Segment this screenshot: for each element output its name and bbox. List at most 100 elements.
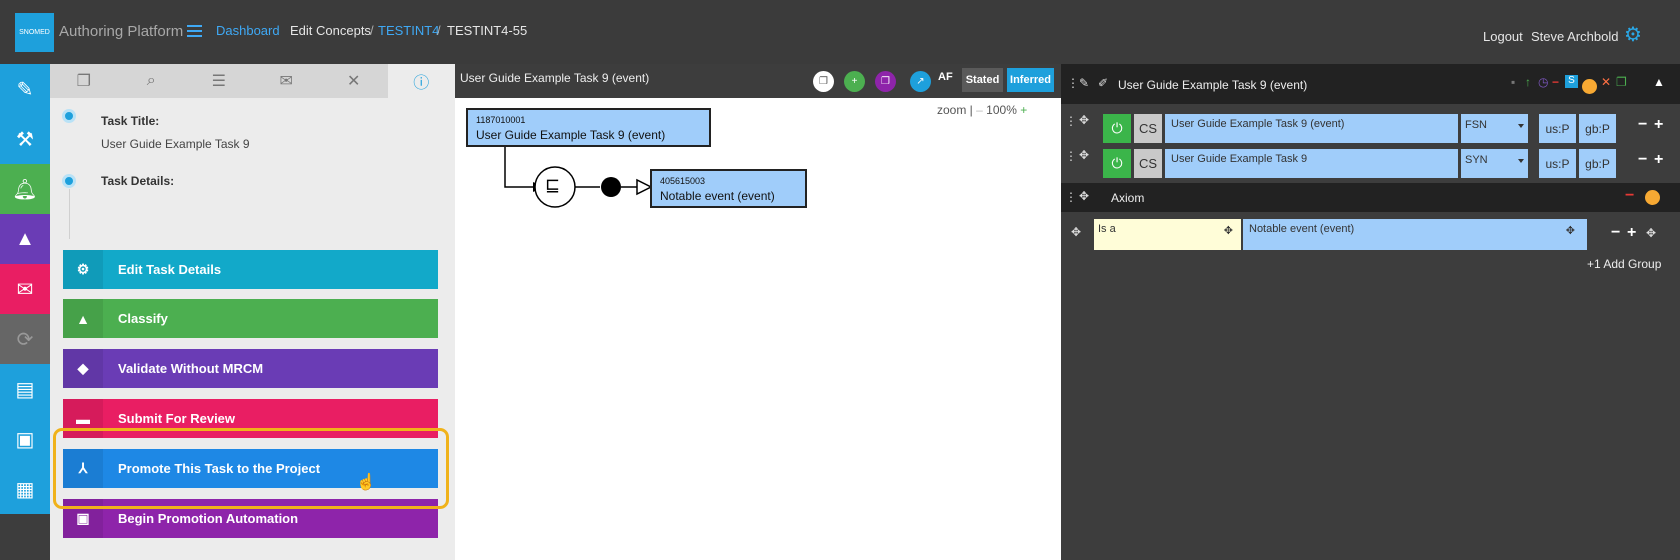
mail-icon[interactable]: ✉ bbox=[0, 264, 50, 314]
bell-icon: ▲ bbox=[63, 299, 103, 338]
breadcrumb-separator: / bbox=[370, 23, 374, 38]
concept-id: 1187010001 bbox=[476, 115, 526, 125]
validate-button[interactable]: ◆ Validate Without MRCM bbox=[63, 349, 438, 388]
move-icon[interactable]: ✥ bbox=[1079, 189, 1090, 203]
collapse-icon[interactable]: ▲ bbox=[1653, 75, 1665, 89]
remove-description-button[interactable]: − bbox=[1638, 116, 1648, 133]
move-icon[interactable]: ✥ bbox=[1223, 225, 1233, 237]
s-badge-icon[interactable]: S bbox=[1565, 75, 1578, 88]
zoom-in-button[interactable]: + bbox=[1020, 103, 1028, 117]
history-icon[interactable]: ◷ bbox=[1538, 75, 1549, 89]
gear-icon[interactable]: ⚙ bbox=[1624, 24, 1642, 46]
af-toggle[interactable]: AF bbox=[938, 71, 953, 83]
breadcrumb-dashboard[interactable]: Dashboard bbox=[216, 23, 280, 38]
description-type-select[interactable]: SYN bbox=[1461, 149, 1528, 178]
eraser-icon[interactable]: ✐ bbox=[1098, 76, 1109, 90]
description-term[interactable]: User Guide Example Task 9 (event) bbox=[1165, 114, 1458, 143]
relationship-target[interactable]: Notable event (event) ✥ bbox=[1243, 219, 1587, 250]
zoom-control: zoom | – 100% + bbox=[937, 103, 1027, 117]
concept-box[interactable]: 1187010001 User Guide Example Task 9 (ev… bbox=[466, 108, 711, 147]
remove-axiom-button[interactable]: − bbox=[1625, 187, 1635, 204]
begin-promotion-automation-button[interactable]: ▣ Begin Promotion Automation bbox=[63, 499, 438, 538]
add-description-button[interactable]: + bbox=[1654, 116, 1664, 133]
active-toggle[interactable]: ⏻ bbox=[1103, 149, 1131, 178]
edit-icon[interactable]: ✎ bbox=[0, 64, 50, 114]
stated-button[interactable]: Stated bbox=[962, 68, 1003, 92]
move-icon[interactable]: ✥ bbox=[1646, 226, 1657, 240]
remove-description-button[interactable]: − bbox=[1638, 151, 1648, 168]
panel-tabs: ❐ ⌕ ☰ ✉ ✕ ⓘ bbox=[50, 64, 455, 98]
active-toggle[interactable]: ⏻ bbox=[1103, 114, 1131, 143]
tab-mail-icon[interactable]: ✉ bbox=[279, 73, 293, 90]
axiom-status-dot-icon bbox=[1645, 190, 1660, 205]
button-label: Promote This Task to the Project bbox=[118, 461, 321, 476]
logout-link[interactable]: Logout bbox=[1483, 29, 1523, 44]
relationship-type[interactable]: Is a ✥ bbox=[1094, 219, 1241, 250]
graduation-cap-icon[interactable]: ▲ bbox=[0, 214, 50, 264]
zoom-out-button[interactable]: – bbox=[976, 103, 983, 117]
clone-icon[interactable]: ❐ bbox=[875, 71, 896, 92]
classify-button[interactable]: ▲ Classify bbox=[63, 299, 438, 338]
submit-for-review-button[interactable]: ▬ Submit For Review bbox=[63, 399, 438, 438]
tab-concepts-icon[interactable]: ❐ bbox=[76, 73, 91, 90]
menu-icon[interactable] bbox=[187, 25, 202, 37]
move-icon[interactable]: ✥ bbox=[1079, 148, 1090, 162]
row-handle-icon[interactable]: ⋮ bbox=[1065, 149, 1077, 163]
minus-icon[interactable]: − bbox=[1552, 75, 1560, 89]
case-significance[interactable]: CS bbox=[1134, 114, 1162, 143]
promote-task-button[interactable]: ⅄ Promote This Task to the Project bbox=[63, 449, 438, 488]
concept-name: User Guide Example Task 9 (event) bbox=[476, 128, 666, 142]
tab-list-icon[interactable]: ☰ bbox=[211, 73, 226, 90]
us-acceptability[interactable]: us:P bbox=[1539, 114, 1576, 143]
tab-search-icon[interactable]: ⌕ bbox=[146, 72, 156, 89]
window-icon[interactable]: ▣ bbox=[0, 414, 50, 464]
add-relationship-button[interactable]: + bbox=[1627, 224, 1637, 241]
diagram-title: User Guide Example Task 9 (event) bbox=[460, 71, 650, 85]
isa-arrow bbox=[636, 178, 653, 196]
description-type-select[interactable]: FSN bbox=[1461, 114, 1528, 143]
button-label: Classify bbox=[118, 311, 168, 326]
close-icon[interactable]: ✕ bbox=[1601, 75, 1612, 89]
axiom-header: ⋮ ✥ Axiom − bbox=[1061, 183, 1680, 212]
comment-icon[interactable]: ▤ bbox=[0, 364, 50, 414]
bell-icon[interactable]: 🔔︎ bbox=[0, 164, 50, 214]
upload-icon[interactable]: ↑ bbox=[1525, 75, 1531, 89]
parent-concept-id: 405615003 bbox=[660, 176, 706, 186]
tab-excel-icon[interactable]: ✕ bbox=[347, 73, 361, 90]
copy-icon[interactable]: ❐ bbox=[813, 71, 834, 92]
drag-handle-icon[interactable]: ⋮ bbox=[1067, 76, 1079, 90]
sync-icon[interactable]: ⟳ bbox=[0, 314, 50, 364]
parent-concept-name: Notable event (event) bbox=[660, 189, 775, 203]
add-description-button[interactable]: + bbox=[1654, 151, 1664, 168]
connector-line bbox=[504, 147, 533, 188]
add-group-button[interactable]: +1 Add Group bbox=[1587, 257, 1662, 271]
wand-icon[interactable]: ⚒ bbox=[0, 114, 50, 164]
diagram-header: User Guide Example Task 9 (event) ❐ + ❐ … bbox=[455, 64, 1061, 98]
edit-task-details-button[interactable]: ⚙ Edit Task Details bbox=[63, 250, 438, 289]
clone-icon[interactable]: ❐ bbox=[1616, 75, 1627, 89]
case-significance[interactable]: CS bbox=[1134, 149, 1162, 178]
move-icon[interactable]: ✥ bbox=[1079, 113, 1090, 127]
row-handle-icon[interactable]: ⋮ bbox=[1065, 190, 1077, 204]
gb-acceptability[interactable]: gb:P bbox=[1579, 114, 1616, 143]
external-link-icon[interactable]: ↗ bbox=[910, 71, 931, 92]
breadcrumb-edit-concepts[interactable]: Edit Concepts bbox=[290, 23, 371, 38]
move-icon[interactable]: ✥ bbox=[1565, 225, 1575, 237]
breadcrumb-project[interactable]: TESTINT4 bbox=[378, 23, 440, 38]
wand-icon[interactable]: ✎ bbox=[1079, 76, 1090, 90]
tab-info-icon[interactable]: ⓘ bbox=[387, 64, 455, 98]
task-title-value: User Guide Example Task 9 bbox=[101, 137, 250, 151]
user-name[interactable]: Steve Archbold bbox=[1531, 29, 1619, 44]
grid-icon[interactable]: ▦ bbox=[0, 464, 50, 514]
row-handle-icon[interactable]: ⋮ bbox=[1065, 114, 1077, 128]
description-term[interactable]: User Guide Example Task 9 bbox=[1165, 149, 1458, 178]
remove-relationship-button[interactable]: − bbox=[1611, 224, 1621, 241]
save-icon[interactable]: ▪ bbox=[1511, 75, 1516, 89]
gear-icon: ⚙ bbox=[63, 250, 103, 289]
inferred-button[interactable]: Inferred bbox=[1007, 68, 1054, 92]
parent-concept-box[interactable]: 405615003 Notable event (event) bbox=[650, 169, 807, 208]
us-acceptability[interactable]: us:P bbox=[1539, 149, 1576, 178]
gb-acceptability[interactable]: gb:P bbox=[1579, 149, 1616, 178]
add-list-icon[interactable]: + bbox=[844, 71, 865, 92]
move-icon[interactable]: ✥ bbox=[1071, 225, 1082, 239]
